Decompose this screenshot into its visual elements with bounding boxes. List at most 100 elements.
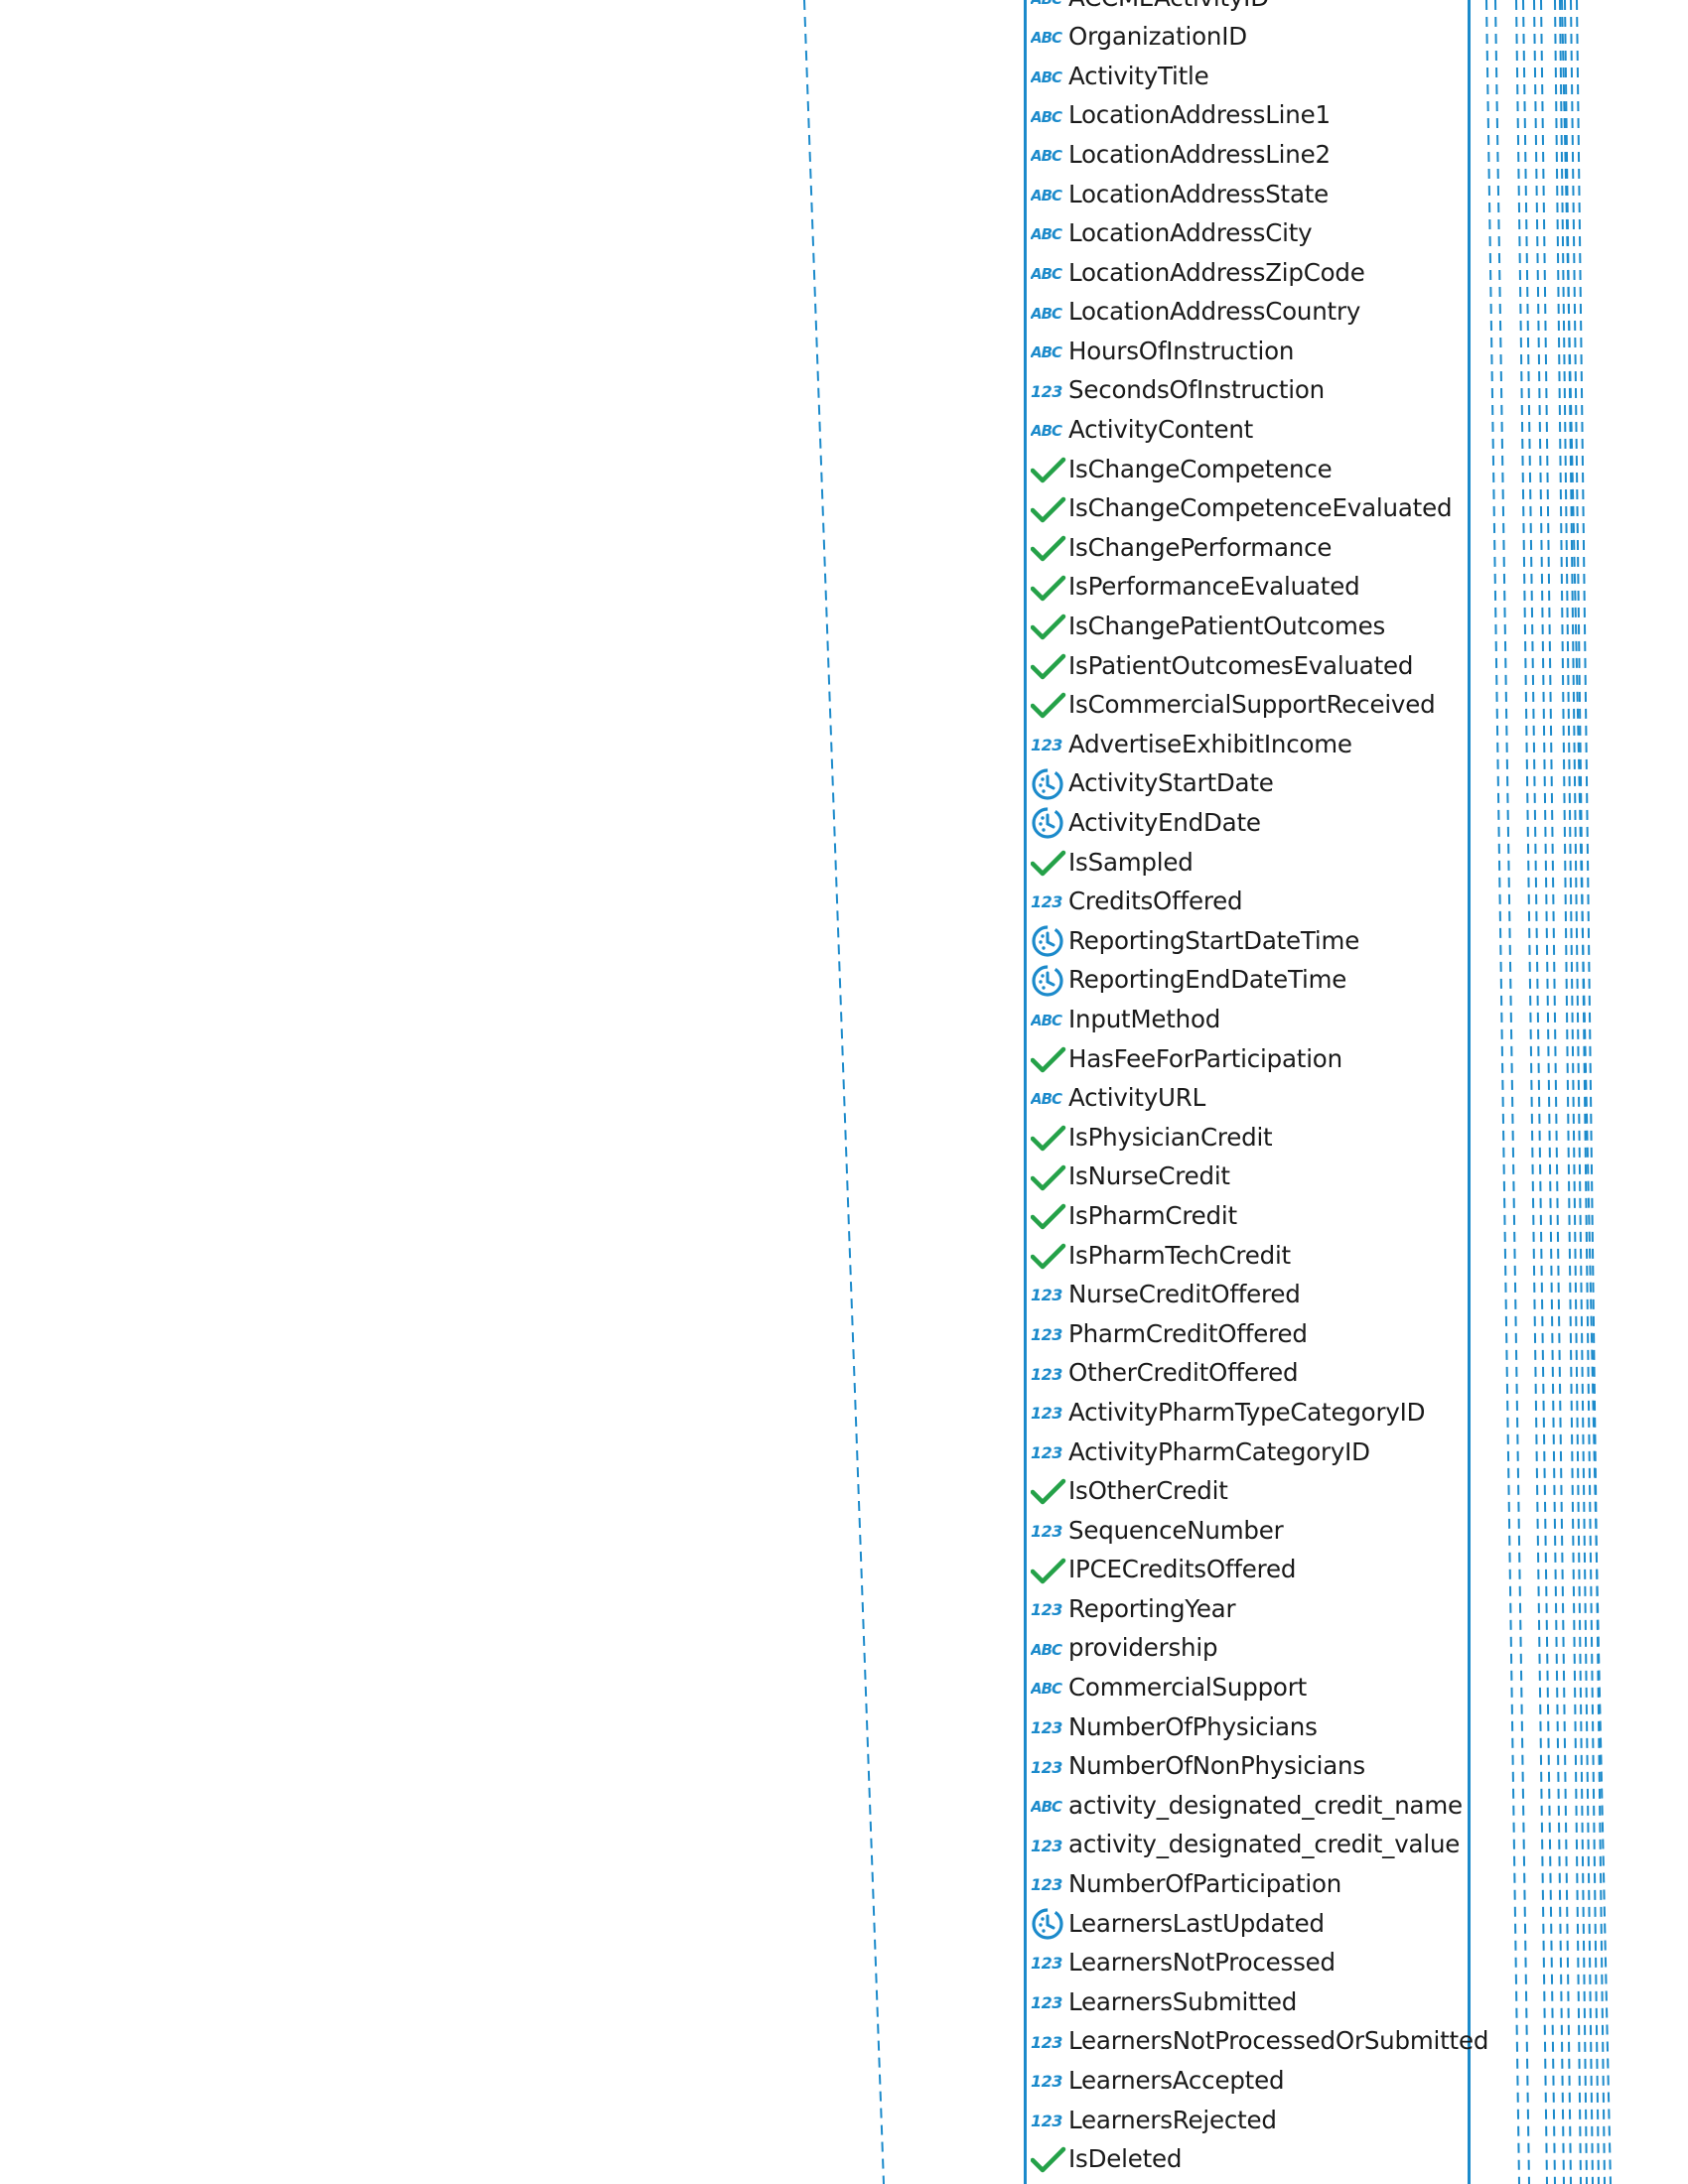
- field-row[interactable]: IsOtherCredit: [1031, 1472, 1488, 1512]
- field-row[interactable]: IsPerformanceEvaluated: [1031, 568, 1488, 608]
- field-list: ABCACCMEActivityIDABCOrganizationIDABCAc…: [1031, 0, 1488, 2179]
- field-name: IsPerformanceEvaluated: [1068, 572, 1360, 602]
- field-row[interactable]: IsChangePatientOutcomes: [1031, 608, 1488, 647]
- field-row[interactable]: ABC CommercialSupport: [1031, 1669, 1488, 1708]
- 123-number-type-icon: 123: [1031, 2026, 1068, 2058]
- field-row[interactable]: HasFeeForParticipation: [1031, 1039, 1488, 1079]
- svg-text:123: 123: [1031, 1286, 1062, 1304]
- svg-text:123: 123: [1031, 2112, 1062, 2130]
- field-row[interactable]: IPCECreditsOffered: [1031, 1551, 1488, 1590]
- svg-text:123: 123: [1031, 382, 1062, 401]
- svg-text:ABC: ABC: [1031, 1680, 1062, 1698]
- field-name: NumberOfNonPhysicians: [1068, 1751, 1365, 1781]
- field-row[interactable]: IsNurseCredit: [1031, 1158, 1488, 1197]
- field-name: CommercialSupport: [1068, 1673, 1307, 1703]
- abc-text-type-icon: ABC: [1031, 21, 1068, 53]
- 123-number-type-icon: 123: [1031, 1358, 1068, 1390]
- field-row[interactable]: LearnersLastUpdated: [1031, 1904, 1488, 1944]
- field-name: LocationAddressCity: [1068, 218, 1313, 248]
- field-name: IsPhysicianCredit: [1068, 1122, 1273, 1152]
- field-name: IsChangeCompetenceEvaluated: [1068, 493, 1453, 523]
- field-row[interactable]: ActivityEndDate: [1031, 803, 1488, 843]
- field-row[interactable]: IsChangePerformance: [1031, 528, 1488, 568]
- field-row[interactable]: ActivityStartDate: [1031, 764, 1488, 804]
- field-name: LocationAddressCountry: [1068, 297, 1361, 327]
- 123-number-type-icon: 123: [1031, 1986, 1068, 2018]
- 123-number-type-icon: 123: [1031, 1830, 1068, 1861]
- field-row[interactable]: IsCommercialSupportReceived: [1031, 686, 1488, 726]
- relationship-connector-line: [1515, 0, 1548, 2184]
- checkmark-boolean-type-icon: [1031, 689, 1068, 721]
- field-row[interactable]: ABCACCMEActivityID: [1031, 0, 1488, 18]
- abc-text-type-icon: ABC: [1031, 1790, 1068, 1822]
- abc-text-type-icon: ABC: [1031, 1672, 1068, 1704]
- field-row[interactable]: IsChangeCompetence: [1031, 450, 1488, 489]
- abc-text-type-icon: ABC: [1031, 336, 1068, 367]
- checkmark-boolean-type-icon: [1031, 1555, 1068, 1586]
- field-name: ActivityPharmCategoryID: [1068, 1436, 1370, 1466]
- 123-number-type-icon: 123: [1031, 1436, 1068, 1468]
- field-name: IsPharmCredit: [1068, 1200, 1237, 1230]
- field-name: activity_designated_credit_value: [1068, 1830, 1461, 1859]
- checkmark-boolean-type-icon: [1031, 847, 1068, 879]
- clock-datetime-type-icon: [1031, 965, 1068, 997]
- field-row[interactable]: IsDeleted: [1031, 2140, 1488, 2180]
- 123-number-type-icon: 123: [1031, 1515, 1068, 1547]
- field-row[interactable]: ReportingEndDateTime: [1031, 961, 1488, 1001]
- field-row[interactable]: IsChangeCompetenceEvaluated: [1031, 489, 1488, 529]
- activity-table-box[interactable]: [1024, 0, 1471, 2184]
- checkmark-boolean-type-icon: [1031, 2143, 1068, 2175]
- field-row[interactable]: ReportingStartDateTime: [1031, 921, 1488, 961]
- svg-text:ABC: ABC: [1031, 225, 1062, 243]
- checkmark-boolean-type-icon: [1031, 572, 1068, 604]
- field-row[interactable]: IsSampled: [1031, 843, 1488, 883]
- field-row[interactable]: ABC LocationAddressCity: [1031, 214, 1488, 254]
- field-name: ActivityTitle: [1068, 61, 1209, 90]
- field-name: LocationAddressLine2: [1068, 139, 1331, 169]
- abc-text-type-icon: ABC: [1031, 1004, 1068, 1035]
- field-row[interactable]: IsPharmCredit: [1031, 1196, 1488, 1236]
- 123-number-type-icon: 123: [1031, 1593, 1068, 1625]
- svg-text:ABC: ABC: [1031, 29, 1062, 47]
- svg-text:123: 123: [1031, 736, 1062, 754]
- field-row[interactable]: IsPhysicianCredit: [1031, 1118, 1488, 1158]
- svg-text:123: 123: [1031, 1522, 1062, 1541]
- field-row[interactable]: IsPharmTechCredit: [1031, 1236, 1488, 1276]
- abc-text-type-icon: ABC: [1031, 61, 1068, 92]
- field-row[interactable]: IsPatientOutcomesEvaluated: [1031, 646, 1488, 686]
- field-name: activity_designated_credit_name: [1068, 1790, 1463, 1820]
